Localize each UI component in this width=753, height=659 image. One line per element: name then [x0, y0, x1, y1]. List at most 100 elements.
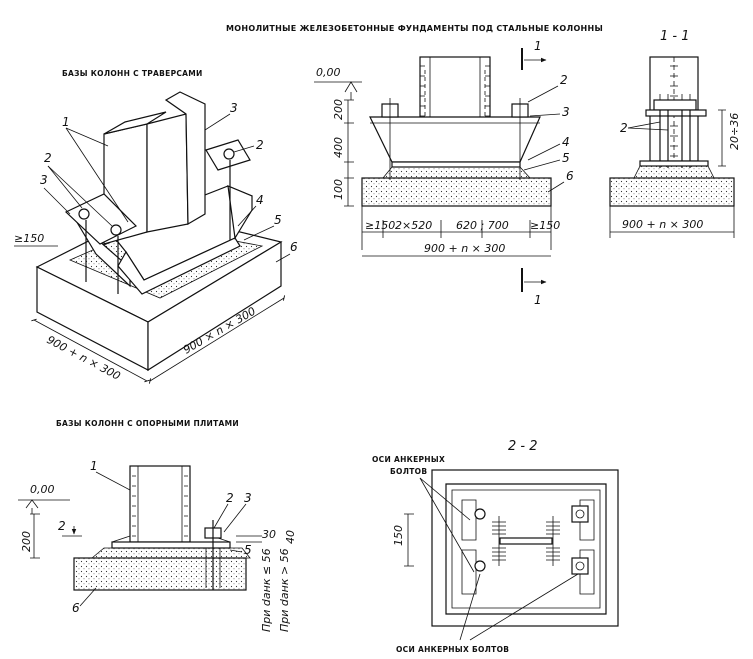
- sec-callout-5: 5: [523, 151, 570, 171]
- plate-base-view: БАЗЫ КОЛОНН С ОПОРНЫМИ ПЛИТАМИ 0,00 2 20…: [18, 419, 297, 632]
- svg-text:3: 3: [244, 491, 252, 505]
- s11-label-20: 20÷36: [728, 113, 741, 150]
- plan-bolt-bl: [474, 560, 486, 572]
- sec-callout-2: 2: [527, 73, 568, 103]
- elev-label-plate: 0,00: [30, 483, 55, 496]
- anchor-axes-bottom: ОСИ АНКЕРНЫХ БОЛТОВ: [396, 645, 509, 654]
- svg-text:1: 1: [534, 293, 542, 307]
- iso-callout-6: 6: [275, 240, 298, 263]
- iso-column-flange-side: [103, 111, 167, 135]
- svg-text:6: 6: [72, 601, 80, 615]
- elevation-section-traverse: 0,00 1 1: [314, 39, 574, 307]
- sec-label-right: ≥150: [530, 219, 560, 232]
- sec-label-200: 200: [332, 99, 345, 120]
- sec-label-620: 620 ; 700: [456, 219, 509, 232]
- drawing-title: МОНОЛИТНЫЕ ЖЕЛЕЗОБЕТОННЫЕ ФУНДАМЕНТЫ ПОД…: [226, 24, 603, 33]
- iso-callout-2-right: 2: [233, 138, 264, 153]
- heading-plate-bases: БАЗЫ КОЛОНН С ОПОРНЫМИ ПЛИТАМИ: [56, 419, 239, 428]
- iso-dim-width: [31, 318, 150, 383]
- plate-column: [129, 465, 191, 543]
- svg-text:5: 5: [244, 543, 252, 557]
- anchor-axes-top-1: ОСИ АНКЕРНЫХ: [372, 455, 445, 464]
- plate-callout-6: 6: [72, 587, 97, 615]
- svg-text:2: 2: [256, 138, 264, 152]
- sec-label-100: 100: [332, 179, 345, 200]
- section-1-1: 1 - 1 900 + n × 300 20÷36 2: [609, 29, 741, 238]
- plate-callout-1: 1: [90, 459, 131, 491]
- elev-label-top: 0,00: [316, 66, 341, 79]
- iso-callout-1: 1: [62, 115, 129, 223]
- iso-dim-length: [148, 295, 286, 384]
- svg-text:2: 2: [620, 121, 628, 135]
- iso-nut-left-1: [78, 208, 90, 220]
- svg-text:6: 6: [290, 240, 298, 254]
- iso-callout-2-left: 2: [44, 151, 113, 227]
- isometric-traverse-base: БАЗЫ КОЛОНН С ТРАВЕРСАМИ ≥150 900 + n × …: [14, 69, 298, 384]
- svg-text:2: 2: [560, 73, 568, 87]
- sec-label-400: 400: [332, 137, 345, 158]
- s11-grout: [633, 165, 715, 179]
- iso-column-web: [146, 113, 189, 233]
- plate-callout-2: 2: [213, 491, 234, 529]
- s11-foundation: [609, 177, 735, 207]
- plan-traverse-outline: [445, 483, 607, 615]
- svg-text:3: 3: [230, 101, 238, 115]
- sec-foundation: [361, 177, 552, 207]
- sec-base-plate: [391, 161, 521, 168]
- iso-callout-3-left: 3: [40, 173, 71, 215]
- plan-foundation: [431, 469, 619, 627]
- s11-callout-2: 2: [620, 121, 669, 135]
- sec-traverse: [369, 116, 541, 163]
- svg-text:3: 3: [562, 105, 570, 119]
- sec-label-left: ≥150: [365, 219, 395, 232]
- plate-foundation: [73, 557, 247, 591]
- plate-label-30: 30: [262, 528, 276, 541]
- section-1-1-label: 1 - 1: [660, 29, 690, 44]
- plate-grout: [90, 547, 251, 559]
- svg-text:5: 5: [562, 151, 570, 165]
- svg-text:6: 6: [566, 169, 574, 183]
- sec-grout: [382, 166, 531, 179]
- plate-label-200: 200: [20, 531, 33, 552]
- plan-bolt-tl: [474, 508, 486, 520]
- plate-base-plate: [111, 541, 231, 549]
- sec-label-2x520: 2×520: [395, 219, 432, 232]
- iso-callout-4: 4: [237, 193, 264, 227]
- iso-nut-right: [223, 148, 235, 160]
- plate-callout-3: 3: [223, 491, 252, 533]
- plate-callout-5: 5: [229, 543, 252, 557]
- svg-text:3: 3: [40, 173, 48, 187]
- iso-column-flange-back: [164, 91, 206, 226]
- sec-callout-3: 3: [529, 105, 570, 119]
- sec-label-total: 900 + n × 300: [424, 242, 505, 255]
- plate-label-40: 40: [284, 530, 297, 544]
- s11-nuts: [653, 99, 697, 111]
- elev-triangle-top: [344, 81, 358, 93]
- svg-text:4: 4: [562, 135, 570, 149]
- iso-label-offset: ≥150: [14, 232, 44, 245]
- svg-text:1: 1: [534, 39, 542, 53]
- svg-text:2: 2: [44, 151, 52, 165]
- iso-nut-left-2: [110, 224, 122, 236]
- plan-bolt-tr: [571, 505, 589, 523]
- svg-text:1: 1: [90, 459, 98, 473]
- sec-callout-4: 4: [527, 135, 570, 161]
- section-2-2-plan: 2 - 2 ОСИ АНКЕРНЫХ БОЛТОВ 150: [372, 439, 619, 654]
- plan-label-150: 150: [392, 525, 405, 546]
- anchor-axes-top-2: БОЛТОВ: [390, 467, 427, 476]
- section-2-2-label: 2 - 2: [508, 439, 538, 454]
- s11-label-total: 900 + n × 300: [622, 218, 703, 231]
- heading-traverse-bases: БАЗЫ КОЛОНН С ТРАВЕРСАМИ: [62, 69, 203, 78]
- plate-label-d2: При dанк > 56: [278, 548, 291, 632]
- iso-callout-5: 5: [243, 213, 282, 241]
- sec-callout-6: 6: [547, 169, 574, 193]
- s11-traverse-plate: [645, 109, 707, 117]
- svg-text:5: 5: [274, 213, 282, 227]
- plate-label-d1: При dанк ≤ 56: [260, 548, 273, 632]
- iso-callout-3-right: 3: [204, 101, 238, 131]
- plan-bolt-br: [571, 557, 589, 575]
- plan-column-web: [499, 537, 553, 545]
- svg-text:1: 1: [62, 115, 70, 129]
- svg-text:2: 2: [226, 491, 234, 505]
